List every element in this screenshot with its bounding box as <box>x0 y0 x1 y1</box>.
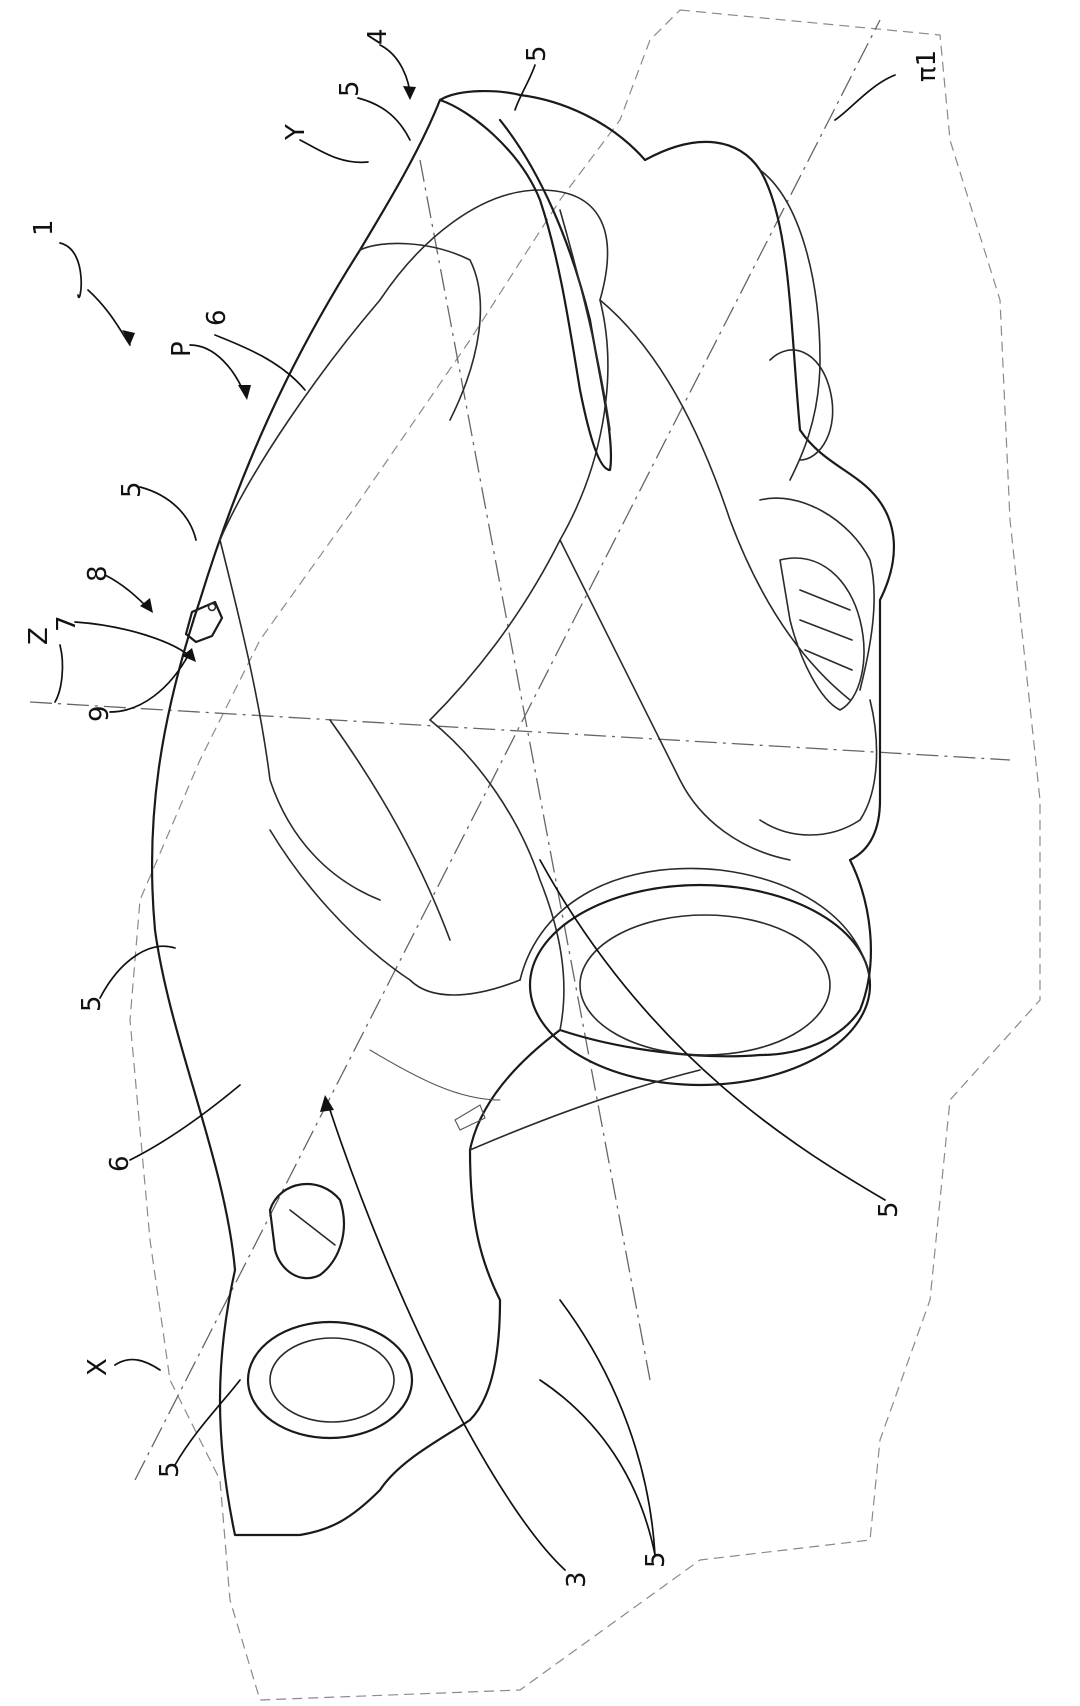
label-5-bottomright: 5 <box>874 1201 904 1218</box>
roof-line <box>219 189 609 541</box>
hood-crease <box>429 719 565 1031</box>
leader-5-bottom-b <box>559 1299 656 1556</box>
label-8: 8 <box>83 565 113 582</box>
leader-5-bottom-a <box>539 1379 656 1556</box>
arrowhead-P <box>238 385 251 400</box>
arrowhead-4 <box>403 86 416 100</box>
label-P: P <box>167 341 197 357</box>
label-5-bottomleft: 5 <box>155 1461 185 1478</box>
leader-5-bottomleft <box>174 1379 241 1466</box>
side-window-lower <box>269 829 521 996</box>
arrowhead-3 <box>320 1095 334 1112</box>
side-window-upper <box>219 539 381 901</box>
label-6-left: 6 <box>105 1155 135 1172</box>
leader-1-arrow <box>87 289 131 346</box>
leader-Y <box>299 139 369 164</box>
side-mirror <box>268 1182 345 1280</box>
front-corner <box>759 699 878 836</box>
front-panel-line <box>559 539 791 861</box>
label-9: 9 <box>85 705 115 722</box>
label-X: X <box>83 1358 113 1376</box>
label-Z: Z <box>24 627 54 645</box>
leader-X <box>114 1358 161 1371</box>
leader-5-left <box>99 945 176 999</box>
label-4: 4 <box>363 28 393 45</box>
label-5-topleft: 5 <box>335 80 365 97</box>
leader-5-topleft <box>357 97 411 141</box>
label-Y: Y <box>281 124 311 141</box>
windshield-front <box>429 299 609 721</box>
front-wheel-arch <box>519 867 871 981</box>
body-crease <box>369 1049 501 1101</box>
door-line <box>329 719 451 941</box>
leader-5-bottomright <box>539 859 886 1201</box>
leader-5-mid <box>139 486 197 541</box>
leader-6-top <box>214 334 306 391</box>
leader-3 <box>329 1109 566 1571</box>
door-handle <box>454 1104 486 1131</box>
front-wheel-outer <box>528 883 872 1087</box>
leader-9 <box>109 651 191 713</box>
rear-wheel-inner <box>269 1337 395 1423</box>
axis-y-line <box>419 159 651 1381</box>
side-skirt <box>469 1069 701 1151</box>
rear-window <box>359 242 482 421</box>
hood-edge <box>599 299 851 701</box>
sensor-lens <box>207 602 217 612</box>
leader-7 <box>74 621 195 661</box>
headlight <box>779 557 865 711</box>
rear-spoiler-inner <box>559 209 611 431</box>
rear-wheel-outer <box>246 1320 414 1440</box>
label-3: 3 <box>562 1571 592 1588</box>
front-wheel-inner <box>579 914 831 1056</box>
front-bumper <box>759 169 821 481</box>
sensor-housing <box>184 600 224 644</box>
leader-5-topright <box>514 64 536 111</box>
grille-top <box>769 349 834 461</box>
ground-plane-outline <box>129 9 1041 1701</box>
leader-P <box>189 344 246 396</box>
label-5-topright: 5 <box>522 45 552 62</box>
side-mirror-detail <box>289 1209 336 1246</box>
label-6-top: 6 <box>202 309 232 326</box>
leader-pi1 <box>834 74 896 121</box>
car-body-outline <box>150 90 895 1537</box>
axis-x-line <box>134 19 881 1481</box>
front-intake <box>759 497 875 691</box>
label-1: 1 <box>29 219 59 236</box>
rear-spoiler <box>438 98 613 472</box>
leader-6-left <box>129 1084 241 1161</box>
label-5-left: 5 <box>77 995 107 1012</box>
label-5-mid: 5 <box>117 481 147 498</box>
headlight-inner <box>799 589 853 671</box>
label-5-bottom: 5 <box>641 1551 671 1568</box>
leader-1 <box>59 242 83 299</box>
label-pi1: π1 <box>912 50 942 82</box>
arrowhead-8 <box>140 598 153 613</box>
axis-z-line <box>29 701 1011 761</box>
arrowhead-1 <box>122 330 135 345</box>
leader-Z <box>54 644 64 703</box>
label-7: 7 <box>52 615 82 632</box>
